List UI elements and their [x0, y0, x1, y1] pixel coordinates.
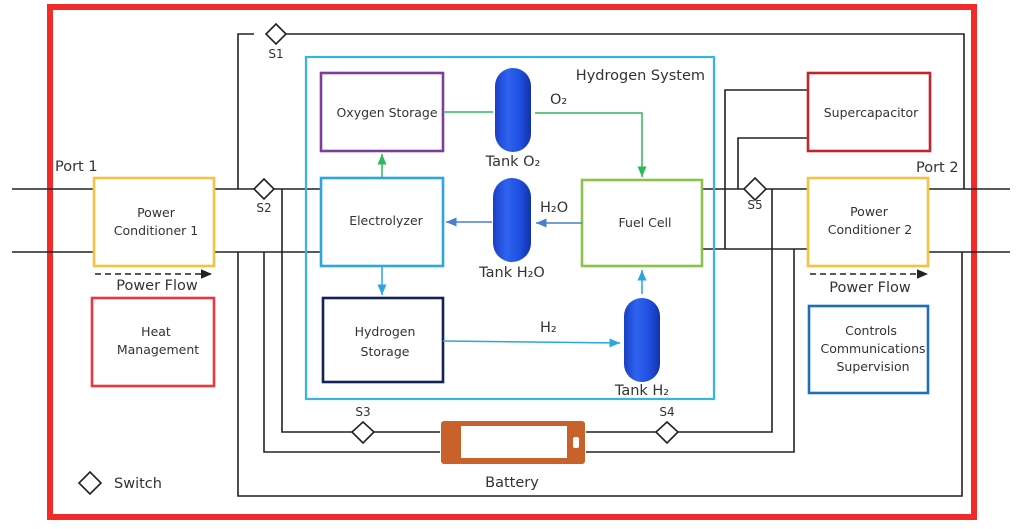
power-conditioner-1-block[interactable]: Power Conditioner 1	[92, 176, 216, 268]
o2-flow-label: O₂	[550, 92, 567, 108]
power-flow-left-label: Power Flow	[116, 278, 198, 294]
switch-s2[interactable]: S2	[252, 177, 276, 215]
switch-s5[interactable]: S5	[742, 176, 768, 212]
switch-s1-icon	[264, 22, 288, 46]
power-conditioner-1-line1: Power	[137, 205, 176, 220]
oxygen-storage-label: Oxygen Storage	[336, 105, 437, 120]
heat-management-line2: Management	[117, 342, 199, 357]
switch-s2-icon	[252, 177, 276, 201]
tank-h2o-vessel	[493, 178, 531, 262]
wiring	[12, 33, 1010, 497]
hydrogen-storage-label-line1: Hydrogen	[355, 324, 416, 339]
controls-communications-supervision-block[interactable]: Controls Communications Supervision	[807, 304, 930, 395]
flow-arrows: O₂ H₂O H₂	[377, 92, 647, 348]
switch-s3-icon	[350, 420, 376, 445]
port-2-label: Port 2	[916, 160, 959, 176]
power-conditioner-2-block[interactable]: Power Conditioner 2	[806, 176, 930, 268]
heat-management-line1: Heat	[141, 324, 171, 339]
switch-s4-label: S4	[659, 405, 674, 419]
battery-label: Battery	[485, 475, 539, 491]
switch-legend-label: Switch	[114, 476, 162, 492]
switch-s1[interactable]: S1	[264, 22, 288, 61]
hydrogen-storage-block[interactable]: Hydrogen Storage	[321, 296, 445, 384]
tank-o2-vessel	[495, 68, 531, 152]
h2-flow	[442, 338, 621, 348]
oxygen-storage-block[interactable]: Oxygen Storage	[319, 71, 445, 153]
heat-management-block[interactable]: Heat Management	[90, 296, 216, 388]
supercapacitor-block[interactable]: Supercapacitor	[806, 71, 932, 153]
switch-s5-icon	[742, 176, 768, 202]
switch-s4[interactable]: S4	[654, 405, 680, 445]
tank-h2[interactable]: Tank H₂	[614, 298, 669, 399]
tank-h2-label: Tank H₂	[614, 383, 669, 399]
supercapacitor-label: Supercapacitor	[824, 105, 919, 120]
o2-flow-out	[535, 112, 647, 177]
controls-line3: Supervision	[836, 359, 909, 374]
tank-o2[interactable]: Tank O₂	[485, 68, 541, 170]
tank-h2-vessel	[624, 298, 660, 382]
h2-flow-label: H₂	[540, 320, 557, 336]
switch-s5-label: S5	[747, 198, 762, 212]
switch-s3[interactable]: S3	[350, 405, 376, 445]
power-conditioner-1-line2: Conditioner 1	[114, 223, 198, 238]
tank-h2o-label: Tank H₂O	[478, 265, 545, 281]
switch-s1-label: S1	[268, 47, 283, 61]
switch-legend-icon	[77, 470, 103, 496]
h2o-flow-label: H₂O	[540, 200, 568, 216]
hydrogen-system-boundary	[304, 55, 716, 401]
electrolyzer-block[interactable]: Electrolyzer	[319, 176, 445, 268]
controls-line1: Controls	[845, 323, 897, 338]
port-1-label: Port 1	[55, 159, 98, 175]
power-conditioner-2-line1: Power	[850, 204, 889, 219]
fuel-cell-label: Fuel Cell	[619, 215, 672, 230]
controls-line2: Communications	[820, 341, 925, 356]
switch-s3-label: S3	[355, 405, 370, 419]
switch-s2-label: S2	[256, 201, 271, 215]
tank-o2-label: Tank O₂	[485, 154, 541, 170]
system-boundary-frame	[47, 4, 977, 520]
power-conditioner-2-line2: Conditioner 2	[828, 222, 912, 237]
switch-s4-icon	[654, 420, 680, 445]
tank-h2o[interactable]: Tank H₂O	[478, 178, 545, 281]
legend: Switch	[77, 470, 162, 496]
electrolyzer-label: Electrolyzer	[349, 213, 423, 228]
fuel-cell-block[interactable]: Fuel Cell	[580, 178, 704, 268]
hydrogen-storage-label-line2: Storage	[361, 344, 410, 359]
power-flow-right-label: Power Flow	[829, 280, 911, 296]
hydrogen-system-title: Hydrogen System	[576, 68, 705, 84]
battery-block[interactable]: Battery	[441, 421, 585, 491]
